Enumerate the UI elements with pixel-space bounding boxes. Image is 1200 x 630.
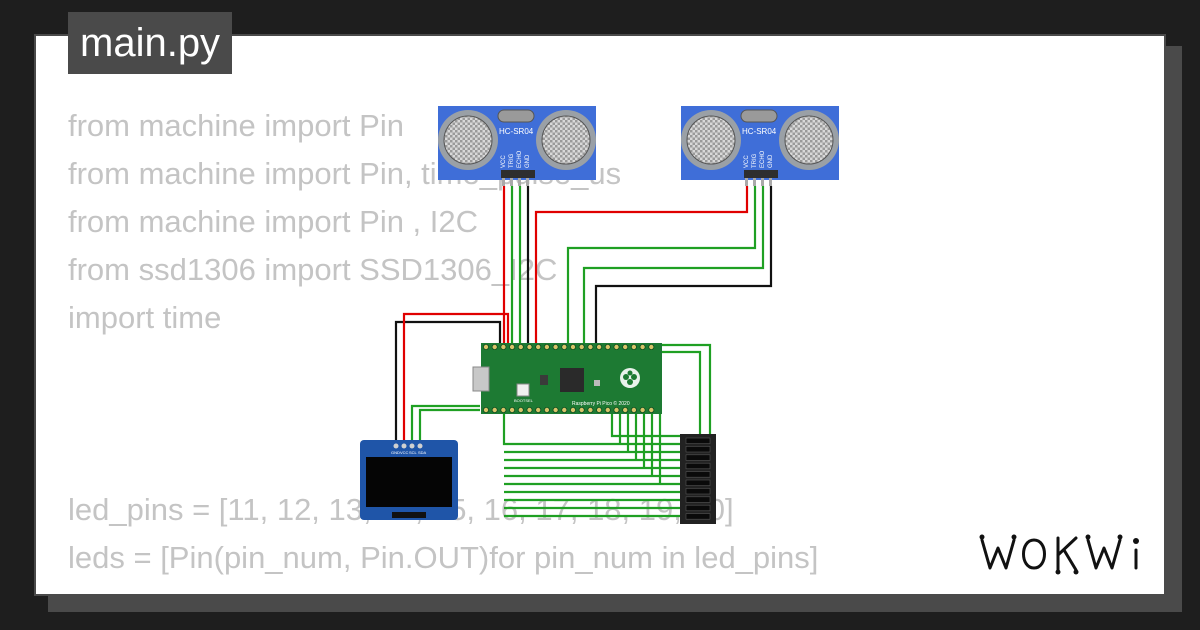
pico-pin xyxy=(630,406,637,413)
led-segment xyxy=(685,437,711,444)
pico-pin xyxy=(570,406,577,413)
sensor-1-pin-vcc: VCC xyxy=(501,155,507,168)
led-bar-graph[interactable] xyxy=(680,434,716,524)
wire-sensor2-vcc xyxy=(534,186,749,345)
pico-pin xyxy=(543,343,550,350)
led-segment xyxy=(685,446,711,453)
pico-pin xyxy=(604,406,611,413)
ultrasonic-sensor-1[interactable]: HC-SR04 VCC TRIG ECHO GND xyxy=(438,106,596,186)
raspberry-logo-icon xyxy=(620,368,640,388)
sensor-1-model: HC-SR04 xyxy=(499,127,534,136)
pico-pin xyxy=(639,343,646,350)
wokwi-logo xyxy=(979,534,1139,575)
sensor-2-model: HC-SR04 xyxy=(742,127,777,136)
pico-pin xyxy=(622,343,629,350)
pico-pin xyxy=(509,343,516,350)
pico-pin xyxy=(587,406,594,413)
pico-board-text: Raspberry Pi Pico © 2020 xyxy=(572,400,630,407)
pico-pin xyxy=(578,406,585,413)
pico-pin xyxy=(578,343,585,350)
sensor-1-pin-echo: ECHO xyxy=(517,150,523,168)
pico-pins-bottom xyxy=(482,406,655,413)
pico-pin xyxy=(587,343,594,350)
pico-pin xyxy=(561,343,568,350)
sensor-2-pin-echo: ECHO xyxy=(760,150,766,168)
wire-oled-gnd xyxy=(394,320,502,448)
pico-pin xyxy=(613,343,620,350)
raspberry-pi-pico[interactable]: BOOTSEL Raspberry Pi Pico © 2020 xyxy=(472,343,662,414)
pico-pin xyxy=(630,343,637,350)
sensor-2-pin-trig: TRIG xyxy=(752,153,758,168)
led-segment xyxy=(685,471,711,478)
sensor-1-pin-trig: TRIG xyxy=(509,153,515,168)
pico-pin xyxy=(517,343,524,350)
pico-pin xyxy=(552,406,559,413)
pico-pin xyxy=(500,406,507,413)
pico-pin xyxy=(639,406,646,413)
pico-pin xyxy=(648,343,655,350)
pico-pin xyxy=(622,406,629,413)
pico-pin xyxy=(482,406,489,413)
pico-pin xyxy=(604,343,611,350)
wire-sensor2-gnd xyxy=(594,186,773,345)
pico-pin xyxy=(648,406,655,413)
pico-pin xyxy=(491,343,498,350)
pico-pin xyxy=(552,343,559,350)
pico-pin xyxy=(482,343,489,350)
pico-pin xyxy=(526,406,533,413)
preview-card: from machine import Pin from machine imp… xyxy=(34,34,1166,596)
sensor-2-pin-gnd: GND xyxy=(768,154,774,168)
pico-pin xyxy=(535,406,542,413)
pico-pin xyxy=(596,406,603,413)
led-segment xyxy=(685,496,711,503)
pico-pin xyxy=(561,406,568,413)
sensor-1-pin-gnd: GND xyxy=(525,154,531,168)
wire-sensor2-trig xyxy=(566,186,757,345)
wire-oled-vcc xyxy=(402,312,510,448)
code-line-7: leds = [Pin(pin_num, Pin.OUT)for pin_num… xyxy=(68,540,819,575)
code-line-5: import time xyxy=(68,300,222,335)
bootsel-label: BOOTSEL xyxy=(514,398,534,403)
pico-pin xyxy=(500,343,507,350)
code-line-1: from machine import Pin xyxy=(68,108,404,143)
oled-display[interactable]: GND VCC SCL SDA xyxy=(360,440,458,520)
pico-pins-top xyxy=(482,343,655,350)
led-segment xyxy=(685,488,711,495)
oled-pin-scl: SCL xyxy=(409,450,418,455)
pico-pin xyxy=(543,406,550,413)
pico-pin xyxy=(535,343,542,350)
pico-pin xyxy=(491,406,498,413)
code-line-4: from ssd1306 import SSD1306_I2C xyxy=(68,252,558,287)
led-segment xyxy=(685,454,711,461)
led-segment xyxy=(685,504,711,512)
pico-pin xyxy=(613,406,620,413)
led-segment xyxy=(685,462,711,470)
led-segment xyxy=(685,513,711,520)
oled-pin-sda: SDA xyxy=(418,450,427,455)
pico-pin xyxy=(570,343,577,350)
pico-pin xyxy=(526,343,533,350)
wires xyxy=(394,186,773,518)
wire-sensor2-echo xyxy=(582,186,765,345)
wire-oled-scl xyxy=(410,404,480,448)
pico-pin xyxy=(509,406,516,413)
wire-oled-sda xyxy=(418,408,480,448)
oled-pin-vcc: VCC xyxy=(400,450,409,455)
ultrasonic-sensor-2[interactable]: HC-SR04 VCC TRIG ECHO GND xyxy=(681,106,839,186)
pico-pin xyxy=(517,406,524,413)
oled-pin-gnd: GND xyxy=(391,450,400,455)
pico-pin xyxy=(596,343,603,350)
file-tab[interactable]: main.py xyxy=(68,12,233,74)
code-line-3: from machine import Pin , I2C xyxy=(68,204,479,239)
sensor-2-pin-vcc: VCC xyxy=(744,155,750,168)
led-segment xyxy=(685,479,711,486)
